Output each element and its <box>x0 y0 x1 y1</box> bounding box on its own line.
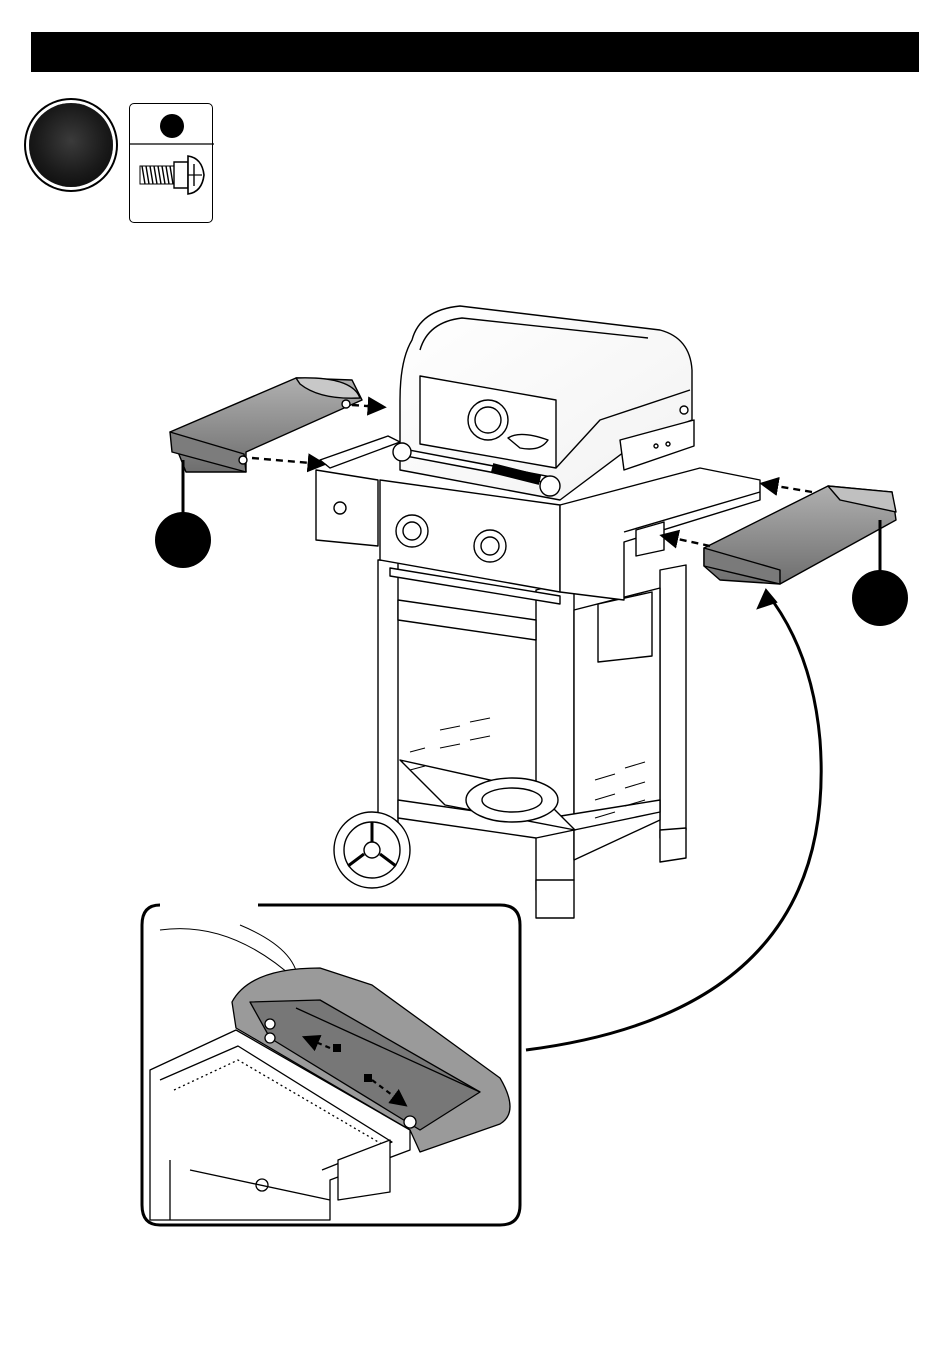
arrow-right-upper <box>764 484 812 492</box>
left-bracket <box>316 470 378 546</box>
arrow-left-upper <box>352 405 382 407</box>
callout-1 <box>155 512 211 568</box>
grill-control-panel <box>380 480 560 604</box>
grill-wheel <box>334 812 410 888</box>
grill <box>316 306 760 918</box>
arrow-left-lower <box>252 458 322 464</box>
callout-2 <box>852 570 908 626</box>
detail-view <box>142 905 520 1225</box>
grill-cart-frame <box>378 560 686 918</box>
arrow-right-lower <box>664 536 710 546</box>
grill-lid <box>400 306 694 500</box>
